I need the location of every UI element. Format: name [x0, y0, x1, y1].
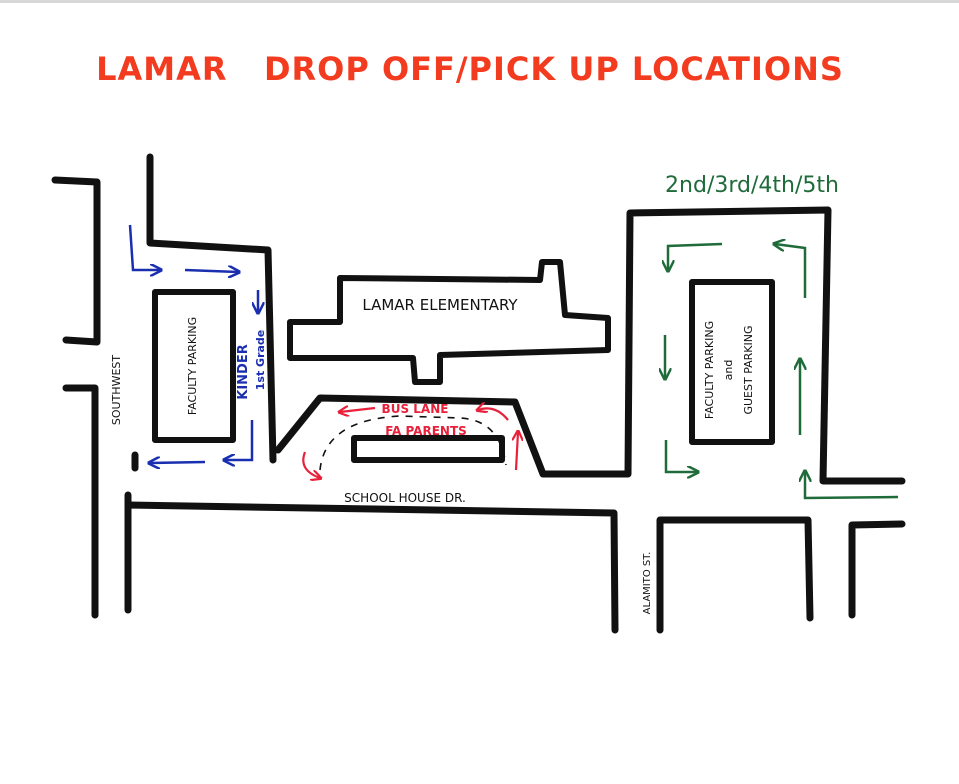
- bus-loop-median: [351, 435, 505, 463]
- bus-lane-arrow-exit: [302, 451, 320, 478]
- school-house-street-label: SCHOOL HOUSE DR.: [344, 491, 466, 505]
- bus-lane-arrow-entry: [516, 432, 518, 471]
- kinder-label: KINDER: [236, 344, 251, 399]
- green-arrow-entry: [805, 472, 899, 500]
- upper-grades-route: [664, 242, 899, 500]
- kinder-arrow-down-entry: [128, 224, 160, 270]
- kinder-arrow-west: [150, 462, 206, 463]
- alamito-street-label: ALAMITO ST.: [642, 552, 653, 615]
- road-network: [51, 153, 906, 634]
- upper-grades-label: 2nd/3rd/4th/5th: [665, 173, 839, 198]
- first-grade-label: 1st Grade: [254, 330, 267, 391]
- school-building-outline: [287, 259, 611, 385]
- faculty-parking-lot-west: [152, 289, 236, 443]
- southwest-west-curb-south: [62, 384, 99, 619]
- bus-lane-route: [302, 408, 518, 478]
- green-arrow-exit: [664, 440, 697, 472]
- school-label: LAMAR ELEMENTARY: [362, 296, 518, 314]
- southwest-west-curb-north: [51, 176, 101, 346]
- faculty-parking-west-label: FACULTY PARKING: [186, 317, 199, 415]
- bus-lane-arrow-north-east: [478, 408, 509, 421]
- and-label: and: [722, 360, 735, 381]
- green-arrow-west-top: [668, 242, 723, 270]
- page-top-border: [0, 0, 959, 3]
- parents-label: FA PARENTS: [385, 424, 467, 438]
- southwest-street-label: SOUTHWEST: [110, 355, 123, 425]
- kinder-arrow-south-west: [225, 420, 254, 460]
- bus-lane-label: BUS LANE: [382, 402, 449, 416]
- bus-loop-curb: [274, 206, 906, 485]
- left-block-north-edge: [124, 501, 619, 634]
- east-block-west-edge: [656, 516, 814, 634]
- bus-lane-divider-dashed: [319, 415, 507, 471]
- green-arrow-north-upper: [775, 244, 807, 298]
- faculty-guest-parking-lot-east: [689, 279, 775, 445]
- far-east-curb: [848, 520, 906, 619]
- faculty-parking-east-label: FACULTY PARKING: [703, 321, 716, 419]
- kinder-arrow-east: [184, 270, 238, 272]
- bus-lane-arrow-west: [340, 408, 376, 412]
- map-title: LAMAR DROP OFF/PICK UP LOCATIONS: [96, 50, 844, 88]
- southwest-east-curb: [146, 153, 277, 464]
- guest-parking-label: GUEST PARKING: [742, 325, 755, 414]
- kinder-route: [128, 224, 258, 463]
